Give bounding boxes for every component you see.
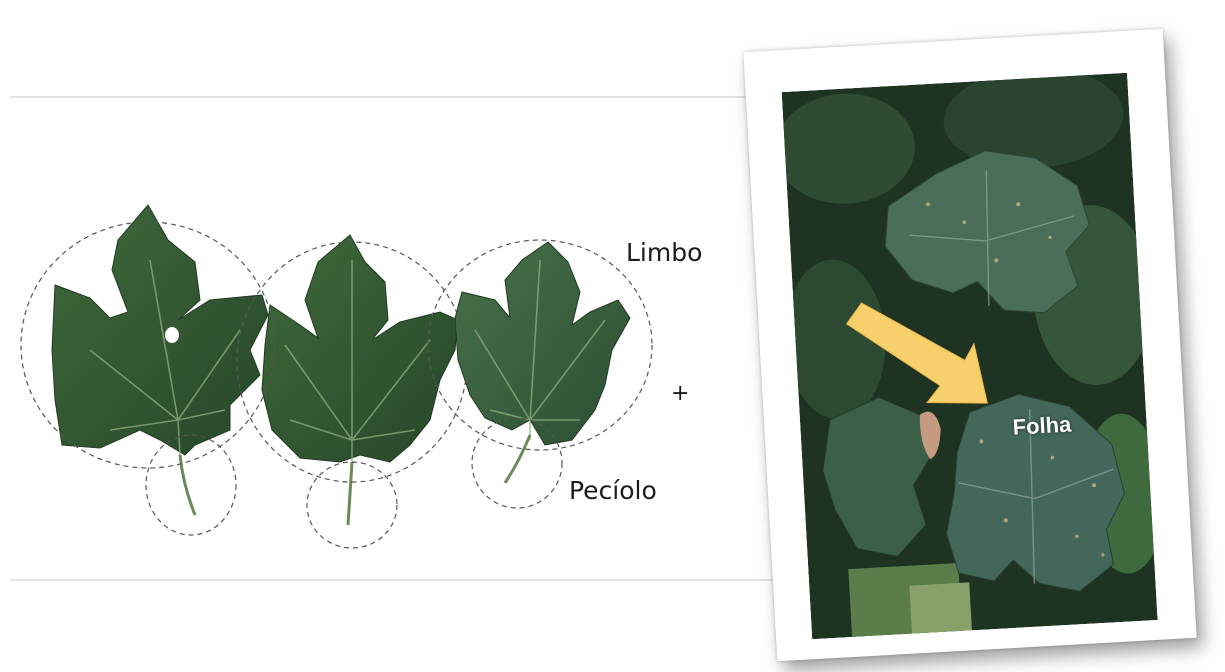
leaf-3 — [455, 242, 630, 483]
peciolo-label: Pecíolo — [569, 476, 657, 505]
plant-photo-frame: Folha — [743, 29, 1196, 661]
folha-label: Folha — [1012, 411, 1072, 440]
limbo-label: Limbo — [626, 238, 702, 267]
peciolo-outline-1 — [146, 435, 236, 535]
plus-sign: + — [671, 381, 689, 406]
leaf-2 — [262, 235, 458, 525]
plant-photo: Folha — [782, 73, 1158, 639]
leaf-1 — [52, 205, 268, 515]
